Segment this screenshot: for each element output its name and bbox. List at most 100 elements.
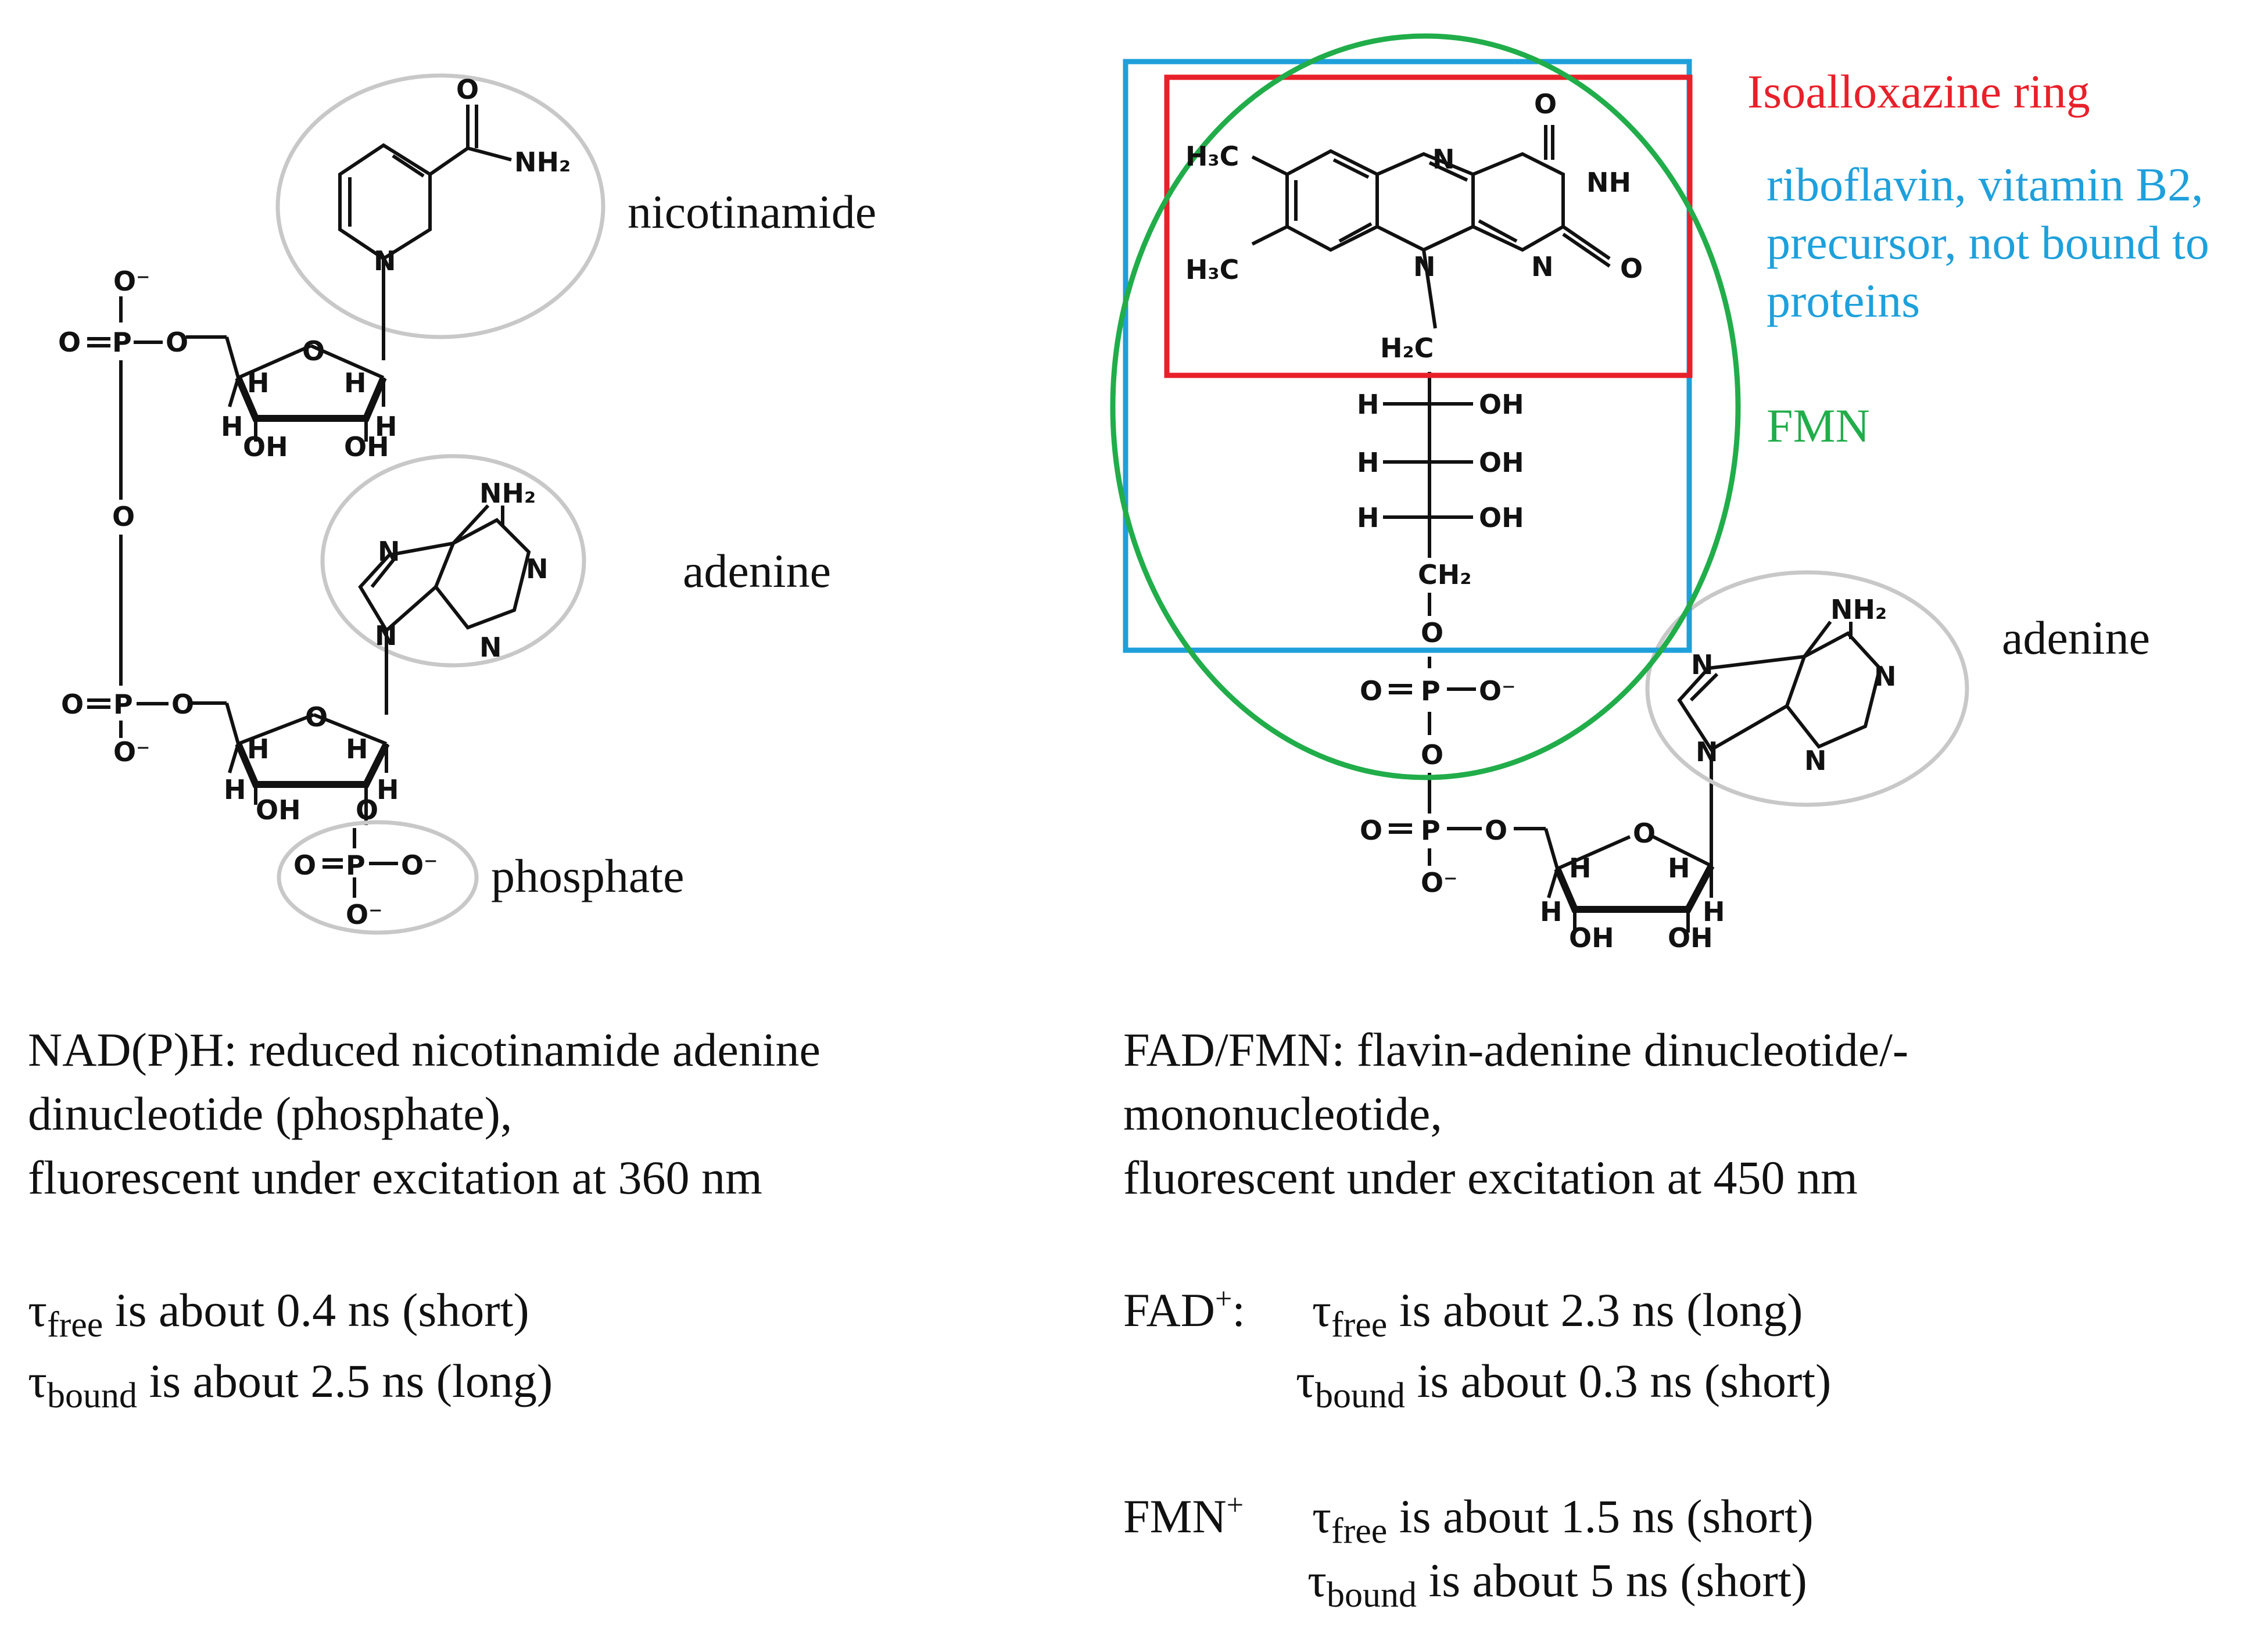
atom-n: N <box>526 553 549 585</box>
ribose-1 <box>186 335 387 442</box>
left-tau-bound: τbound is about 2.5 ns (long) <box>28 1349 553 1414</box>
left-caption-line1: NAD(P)H: reduced nicotinamide adenine <box>28 1023 821 1076</box>
fmn-name: FMN <box>1123 1490 1227 1543</box>
left-caption-line2: dinucleotide (phosphate), <box>28 1087 513 1140</box>
phosphate-highlight <box>277 820 479 935</box>
atom-n: N <box>375 620 397 651</box>
atom-o-minus: O⁻ <box>346 899 382 930</box>
atom-h: H <box>1540 896 1563 927</box>
atom-o: O <box>1633 818 1656 849</box>
atom-n: N <box>1696 736 1718 768</box>
atom-o: O <box>1421 617 1443 648</box>
atom-oh: OH <box>1479 389 1524 420</box>
label-riboflavin-line2: precursor, not bound to <box>1767 216 2209 269</box>
fad-superscript: + <box>1214 1282 1232 1316</box>
atom-o-minus: O⁻ <box>1421 867 1457 898</box>
atom-nh2: NH₂ <box>514 146 571 178</box>
atom-oh: OH <box>1479 447 1524 478</box>
atom-nh2: NH₂ <box>479 478 536 509</box>
atom-n: N <box>1804 745 1827 776</box>
atom-o: O <box>1620 253 1643 284</box>
phosphate-chain-left <box>87 296 169 738</box>
atom-h2c: H₂C <box>1380 332 1434 364</box>
adenine-left-highlight <box>320 454 586 668</box>
label-adenine-left: adenine <box>683 544 831 597</box>
atom-n: N <box>1432 144 1455 175</box>
label-adenine-right: adenine <box>2002 611 2150 664</box>
atom-p: P <box>346 850 366 881</box>
adenine-left-ring <box>358 504 531 715</box>
free-subscript: free <box>1331 1511 1388 1551</box>
atom-o-minus: O⁻ <box>113 266 150 297</box>
nicotinamide-highlight <box>275 73 605 339</box>
fmn-superscript: + <box>1226 1489 1244 1522</box>
atom-h: H <box>247 367 270 399</box>
atom-o: O <box>302 335 325 367</box>
isoalloxazine-box <box>1164 74 1693 378</box>
atom-h: H <box>1668 852 1690 884</box>
tau-symbol: τ <box>1312 1284 1331 1336</box>
atom-oh: OH <box>344 431 389 463</box>
atom-h: H <box>377 774 399 805</box>
atom-o: O <box>1534 88 1557 120</box>
atom-oh: OH <box>1668 922 1713 954</box>
right-caption-line2: mononucleotide, <box>1123 1087 1442 1140</box>
fmn-ellipse <box>1110 33 1741 780</box>
atom-o: O <box>1421 739 1443 771</box>
label-isoalloxazine-ring: Isoalloxazine ring <box>1747 65 2090 118</box>
atom-o: O <box>305 701 328 733</box>
free-text: is about 2.3 ns (long) <box>1387 1284 1803 1336</box>
atom-n: N <box>1413 251 1436 282</box>
atom-oh: OH <box>1479 502 1524 533</box>
left-caption-line3: fluorescent under excitation at 360 nm <box>28 1151 762 1204</box>
atom-o: O <box>293 850 316 881</box>
bound-text: is about 2.5 ns (long) <box>137 1354 553 1407</box>
bound-text: is about 0.3 ns (short) <box>1404 1354 1832 1407</box>
ribose-right <box>1544 758 1715 933</box>
atom-h3c: H₃C <box>1185 141 1239 172</box>
right-caption-line3: fluorescent under excitation at 450 nm <box>1123 1151 1858 1204</box>
atom-p: P <box>1421 815 1441 846</box>
atom-n: N <box>479 632 502 663</box>
atom-o: O <box>356 794 378 826</box>
fad-name: FAD <box>1123 1284 1215 1336</box>
atom-h: H <box>1357 502 1380 533</box>
fad-label: FAD+: <box>1123 1278 1245 1342</box>
adenine-right-ring <box>1677 621 1882 752</box>
atom-h: H <box>1357 447 1380 478</box>
bound-subscript: bound <box>1314 1376 1405 1415</box>
atom-n: N <box>1531 251 1554 282</box>
atom-o: O <box>456 74 479 105</box>
atom-p: P <box>112 327 132 358</box>
fad-tau-bound: τbound is about 0.3 ns (short) <box>1296 1349 1832 1415</box>
atom-h: H <box>344 367 367 399</box>
atom-h: H <box>1703 896 1725 927</box>
atom-nh: NH <box>1586 167 1631 198</box>
atom-o-minus: O⁻ <box>1479 675 1515 707</box>
atom-h: H <box>1569 852 1592 884</box>
free-subscript: free <box>46 1305 103 1345</box>
fmn-tau-free: τfree is about 1.5 ns (short) <box>1312 1485 1814 1549</box>
atom-n: N <box>1874 661 1897 692</box>
atom-o: O <box>112 501 135 532</box>
tau-symbol: τ <box>28 1354 47 1407</box>
phosphate-group <box>323 828 398 898</box>
fmn-label: FMN+ <box>1123 1485 1244 1549</box>
bound-text: is about 5 ns (short) <box>1416 1554 1807 1607</box>
atom-p: P <box>1421 675 1441 707</box>
ribose-2 <box>192 701 390 825</box>
atom-o: O <box>58 327 81 358</box>
atom-h: H <box>375 411 397 442</box>
adenine-right-highlight <box>1645 570 1969 807</box>
atom-h: H <box>247 733 270 765</box>
free-subscript: free <box>1331 1305 1388 1345</box>
atom-h: H <box>224 774 246 805</box>
free-text: is about 1.5 ns (short) <box>1387 1490 1814 1543</box>
atom-o-minus: O⁻ <box>401 850 438 881</box>
tau-symbol: τ <box>1307 1554 1327 1607</box>
atom-oh: OH <box>256 794 301 826</box>
atom-nh2: NH₂ <box>1830 594 1887 625</box>
bound-subscript: bound <box>1326 1575 1417 1615</box>
